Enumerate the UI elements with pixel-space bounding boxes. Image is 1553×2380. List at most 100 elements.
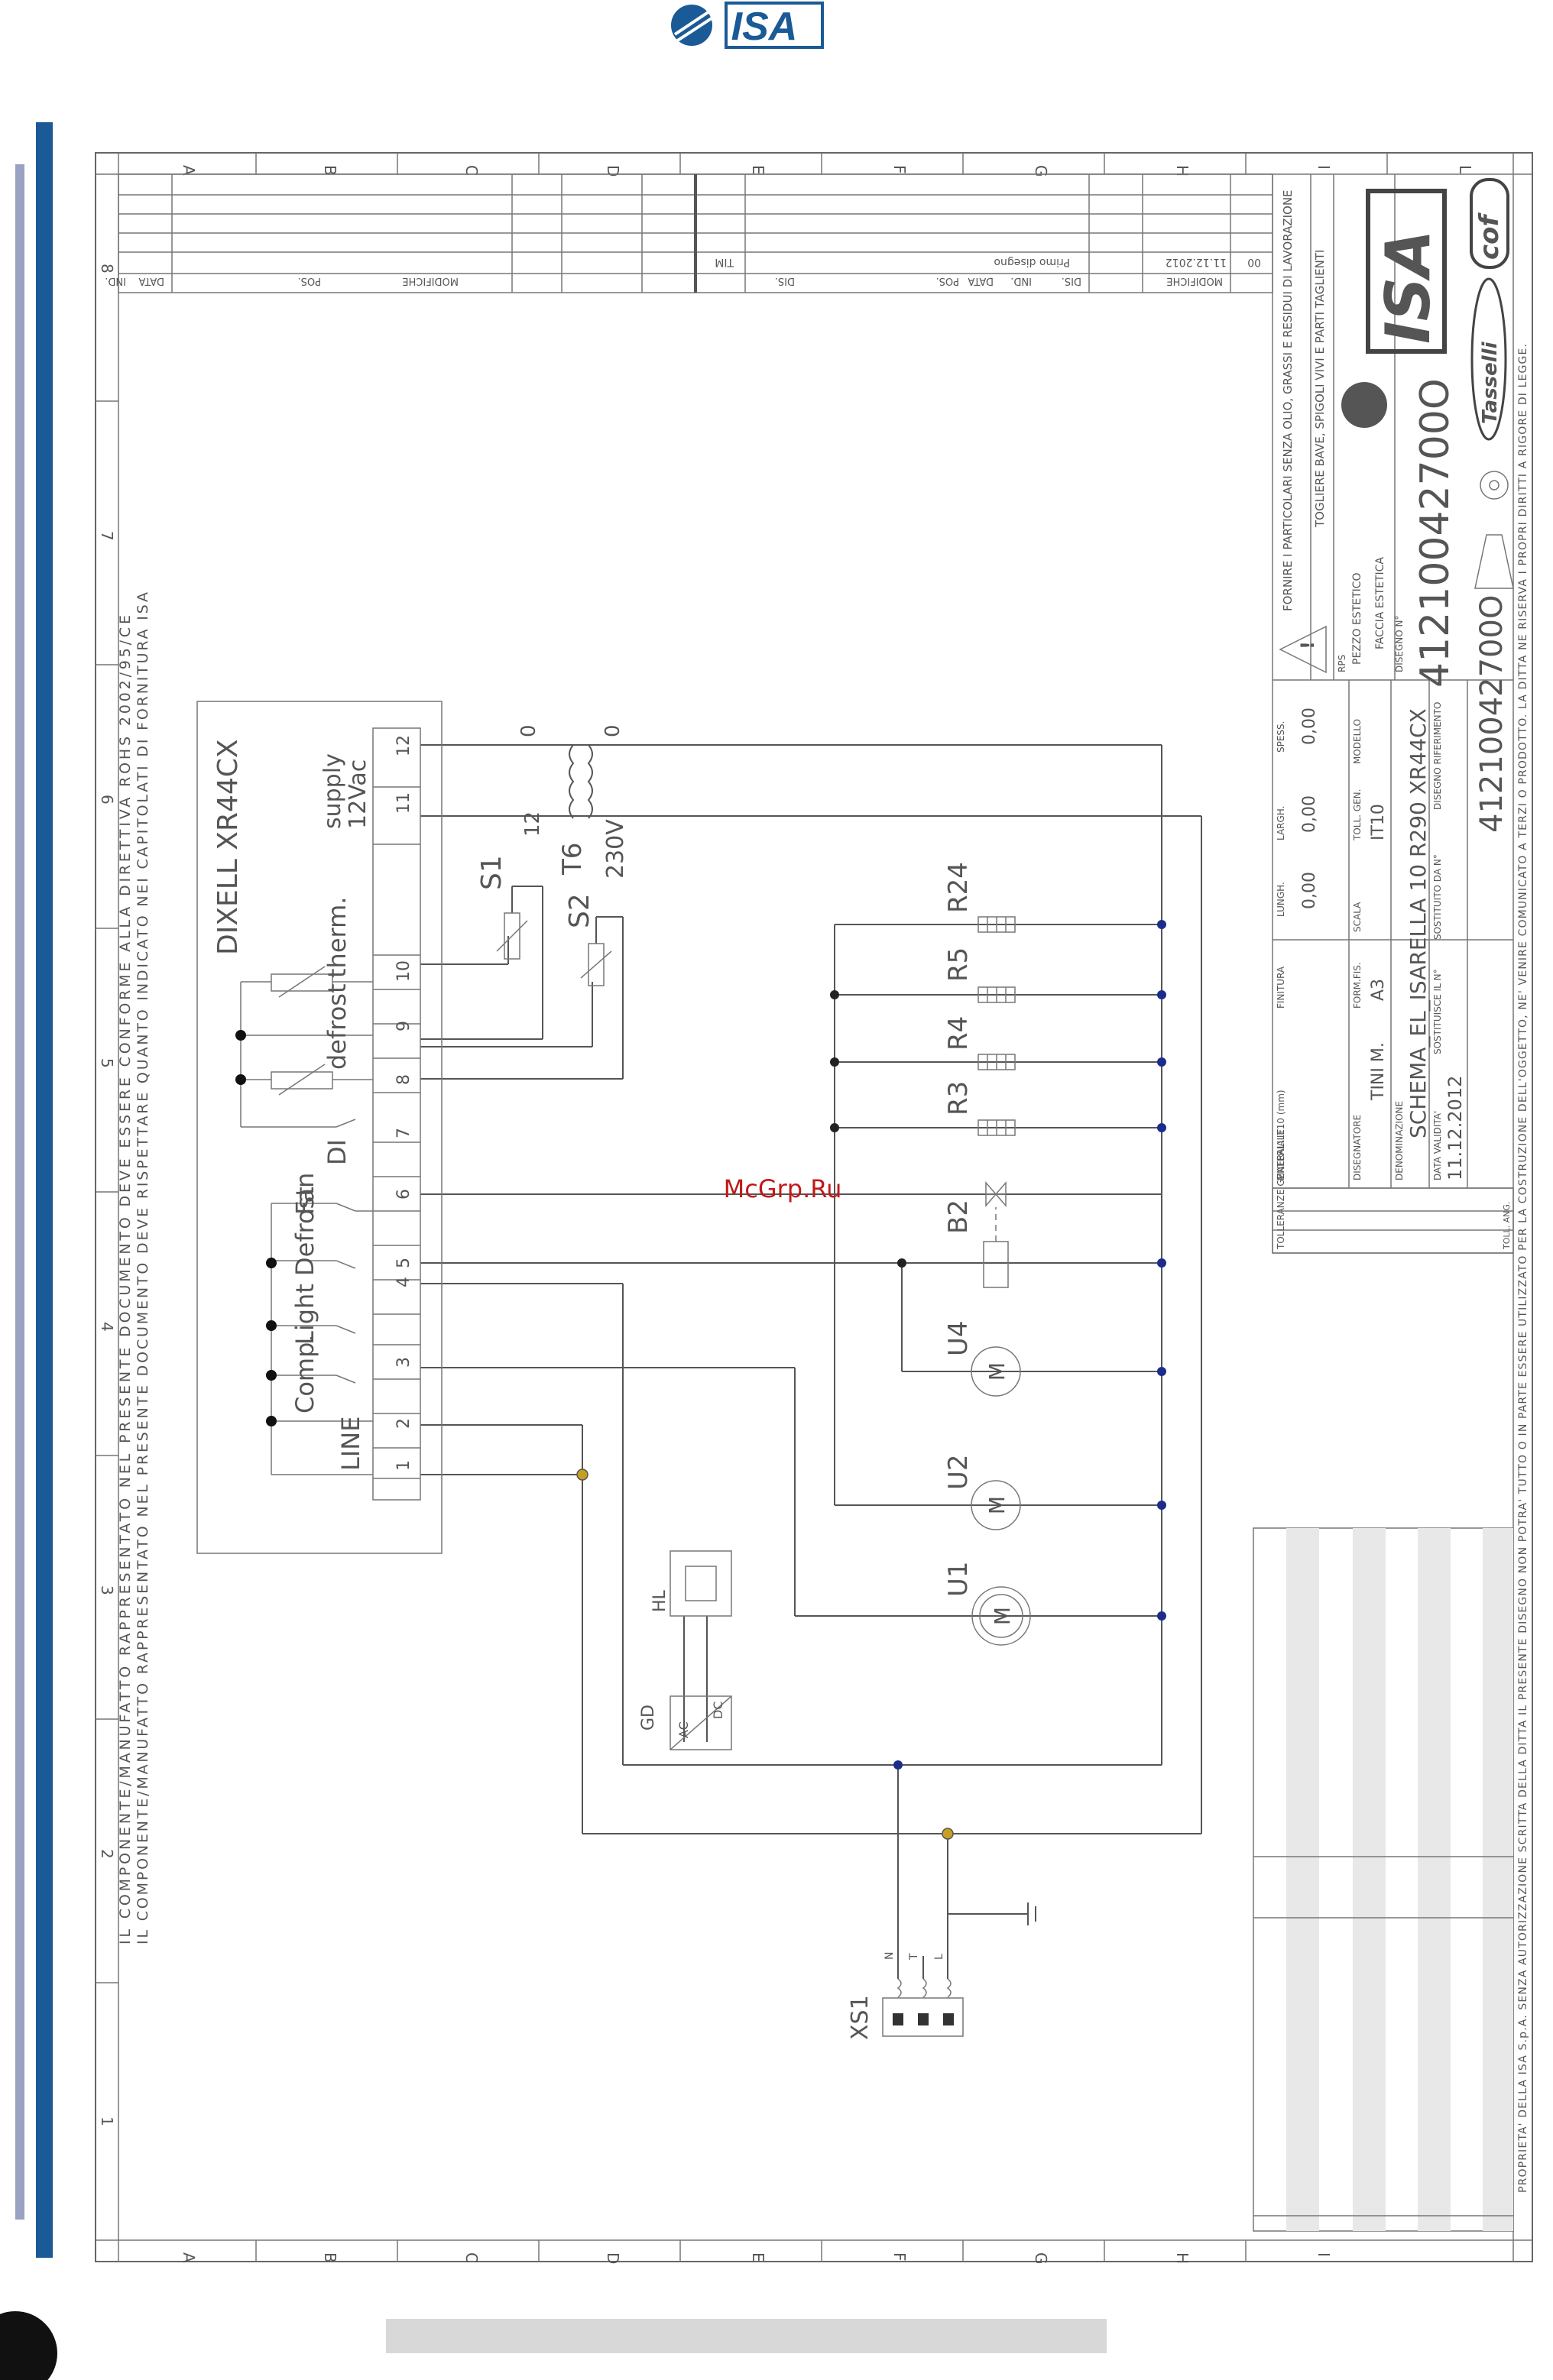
svg-text:6: 6 — [98, 795, 116, 805]
svg-text:E: E — [749, 165, 767, 175]
svg-text:F: F — [890, 165, 909, 174]
title-block: ! FORNIRE I PARTICOLARI SENZA OLIO, GRAS… — [1272, 174, 1514, 1254]
svg-text:IND.: IND. — [1010, 275, 1032, 287]
svg-text:DC: DC — [711, 1702, 725, 1720]
svg-text:TOLLERANZE GENERALI IT10 (mm): TOLLERANZE GENERALI IT10 (mm) — [1276, 1090, 1286, 1250]
svg-text:TIM: TIM — [715, 256, 734, 268]
svg-text:T: T — [908, 1953, 920, 1961]
svg-text:MATERIALE: MATERIALE — [1276, 1129, 1286, 1180]
side-bar-dark — [36, 122, 53, 2258]
svg-text:3: 3 — [394, 1357, 413, 1368]
svg-text:2: 2 — [98, 1849, 116, 1859]
footer-bar — [386, 2319, 1107, 2353]
probe-s2: S2 — [564, 893, 612, 986]
designer: TINI M. — [1369, 1042, 1388, 1101]
svg-text:SOSTITUISCE IL N°: SOSTITUISCE IL N° — [1432, 969, 1443, 1054]
therm-probe-resistor — [271, 973, 333, 992]
svg-text:DISEGNO RIFERIMENTO: DISEGNO RIFERIMENTO — [1432, 702, 1443, 810]
svg-text:M: M — [984, 1362, 1010, 1381]
svg-text:DISEGNO N°: DISEGNO N° — [1394, 616, 1405, 673]
svg-text:N: N — [883, 1952, 896, 1960]
svg-text:DENOMINAZIONE: DENOMINAZIONE — [1394, 1101, 1405, 1180]
svg-text:DI: DI — [323, 1139, 352, 1165]
supply-voltage: 12Vac — [345, 759, 371, 829]
isa-logo: ISA — [671, 2, 824, 49]
revision-table: DIS. MODIFICHE POS. DATA IND. DIS. MODIF… — [105, 173, 1273, 293]
svg-text:T6: T6 — [557, 843, 588, 876]
watermark: McGrp.Ru — [724, 1174, 842, 1203]
svg-text:9: 9 — [394, 1021, 413, 1031]
svg-text:5: 5 — [98, 1058, 116, 1068]
svg-text:R3: R3 — [943, 1081, 974, 1116]
svg-text:1: 1 — [394, 1460, 413, 1471]
svg-text:DIS.: DIS. — [775, 275, 795, 287]
resistor-r4: R4 — [943, 1016, 1016, 1070]
svg-text:Fan: Fan — [290, 1173, 319, 1215]
supply-label: supply — [319, 753, 346, 829]
svg-text:8: 8 — [394, 1074, 413, 1085]
svg-text:MODIFICHE: MODIFICHE — [402, 275, 459, 287]
svg-text:B: B — [321, 165, 339, 176]
svg-text:DATA VALIDITA': DATA VALIDITA' — [1432, 1111, 1443, 1180]
driver-gd: AC DC GD — [639, 1695, 732, 1750]
svg-text:SCALA: SCALA — [1352, 902, 1363, 932]
svg-text:1: 1 — [98, 2116, 116, 2126]
svg-text:DISEGNATORE: DISEGNATORE — [1352, 1115, 1363, 1180]
plug-xs1: XS1 N T L — [847, 1952, 964, 2040]
svg-text:00: 00 — [1247, 256, 1261, 268]
grid-row-ticks — [255, 153, 1388, 2262]
svg-text:0,00: 0,00 — [1300, 795, 1319, 833]
motor-u2: M U2 — [943, 1454, 1021, 1530]
svg-text:U4: U4 — [943, 1320, 974, 1356]
svg-text:C: C — [462, 2252, 481, 2263]
svg-text:0,00: 0,00 — [1300, 708, 1319, 745]
svg-text:7: 7 — [394, 1128, 413, 1138]
svg-text:5: 5 — [394, 1258, 413, 1268]
light-hl: HL — [650, 1550, 732, 1617]
svg-text:12: 12 — [394, 735, 413, 756]
svg-text:M: M — [990, 1607, 1015, 1625]
property-notice: PROPRIETA' DELLA ISA S.p.A. SENZA AUTORI… — [1517, 344, 1529, 2193]
svg-text:U1: U1 — [943, 1561, 974, 1597]
svg-text:R24: R24 — [943, 862, 974, 913]
svg-text:H: H — [1173, 165, 1191, 176]
svg-text:A3: A3 — [1369, 979, 1388, 1001]
svg-text:FACCIA ESTETICA: FACCIA ESTETICA — [1374, 557, 1386, 649]
svg-text:H: H — [1173, 2252, 1191, 2264]
svg-text:4: 4 — [394, 1277, 413, 1287]
svg-text:0: 0 — [601, 724, 624, 737]
svg-text:7: 7 — [98, 531, 116, 541]
svg-text:8: 8 — [98, 264, 116, 274]
svg-text:10: 10 — [394, 960, 413, 982]
svg-text:L: L — [933, 1954, 945, 1960]
motor-u4: M U4 — [943, 1320, 1021, 1397]
svg-text:SOSTITUITO DA N°: SOSTITUITO DA N° — [1432, 854, 1443, 940]
svg-text:S2: S2 — [564, 893, 595, 928]
svg-text:GD: GD — [639, 1705, 658, 1731]
svg-text:XS1: XS1 — [847, 1995, 874, 2040]
brand-tasselli: Tasselli — [1479, 341, 1502, 424]
svg-text:I: I — [1315, 2252, 1333, 2257]
svg-text:6: 6 — [394, 1189, 413, 1200]
motor-u1: M U1 — [943, 1561, 1031, 1646]
svg-text:A: A — [180, 165, 198, 176]
svg-text:B: B — [321, 2252, 339, 2263]
svg-text:R4: R4 — [943, 1016, 974, 1051]
svg-text:IND.: IND. — [105, 275, 126, 287]
svg-text:D: D — [604, 2252, 622, 2264]
drawing-number: 41210042700O — [1412, 378, 1458, 688]
wiring — [420, 744, 1202, 1979]
svg-text:L: L — [1456, 165, 1474, 174]
svg-text:A: A — [180, 2252, 198, 2263]
svg-text:12: 12 — [521, 811, 544, 837]
brand-cof: cof — [1474, 212, 1505, 260]
svg-text:S1: S1 — [476, 855, 507, 890]
svg-text:R5: R5 — [943, 947, 974, 982]
svg-text:11.12.2012: 11.12.2012 — [1166, 256, 1227, 268]
junction-dots — [235, 920, 1166, 1840]
svg-text:TOLL. GEN.: TOLL. GEN. — [1352, 789, 1363, 841]
svg-text:LARGH.: LARGH. — [1276, 806, 1286, 840]
svg-text:RPS: RPS — [1337, 655, 1347, 672]
svg-text:IT10: IT10 — [1369, 804, 1388, 840]
